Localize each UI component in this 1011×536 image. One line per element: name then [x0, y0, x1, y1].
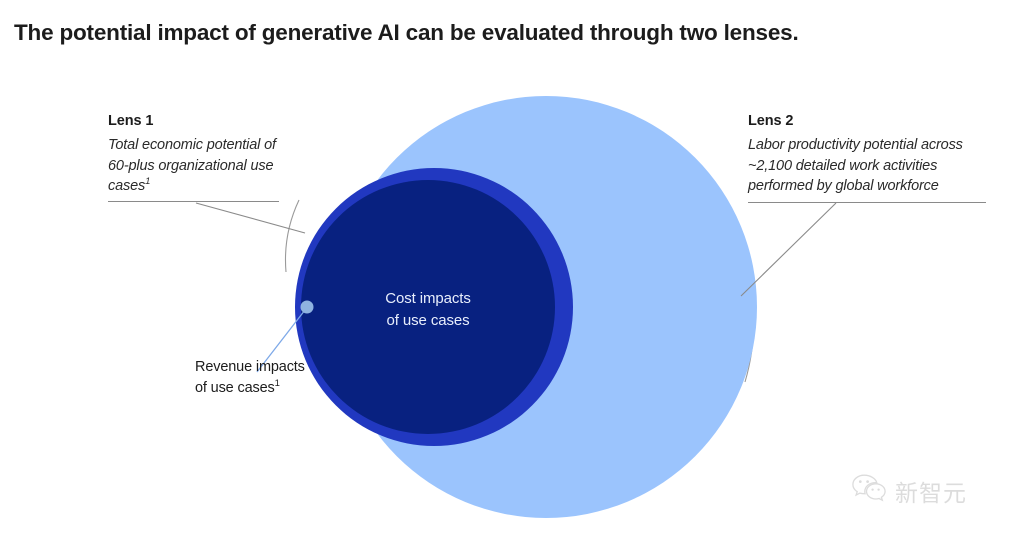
- watermark: 新智元: [852, 474, 967, 508]
- lens2-heading: Lens 2: [748, 113, 794, 129]
- revenue-marker-dot: [300, 300, 314, 314]
- revenue-impacts-callout: Revenue impacts of use cases1: [195, 359, 305, 396]
- lens2-description: Labor productivity potential across ~2,1…: [748, 137, 963, 194]
- lens2-label-block: Lens 2 Labor productivity potential acro…: [748, 113, 988, 197]
- cost-impacts-label: Cost impacts of use cases: [328, 288, 528, 332]
- cost-impacts-label-line2: of use cases: [386, 312, 470, 329]
- lens1-leader-line: [195, 202, 306, 234]
- lens2-leader-line: [740, 202, 837, 297]
- lens1-label-block: Lens 1 Total economic potential of 60-pl…: [108, 113, 286, 197]
- wechat-icon: [852, 474, 886, 508]
- lens1-heading: Lens 1: [108, 113, 154, 129]
- page-title: The potential impact of generative AI ca…: [14, 20, 799, 45]
- cost-impacts-label-line1: Cost impacts: [385, 290, 471, 307]
- lens1-bracket-arc: [284, 199, 300, 273]
- lens1-description: Total economic potential of 60-plus orga…: [108, 137, 276, 194]
- cost-impacts-circle: [301, 180, 555, 434]
- revenue-leader-line: [256, 309, 306, 373]
- watermark-text: 新智元: [895, 481, 967, 507]
